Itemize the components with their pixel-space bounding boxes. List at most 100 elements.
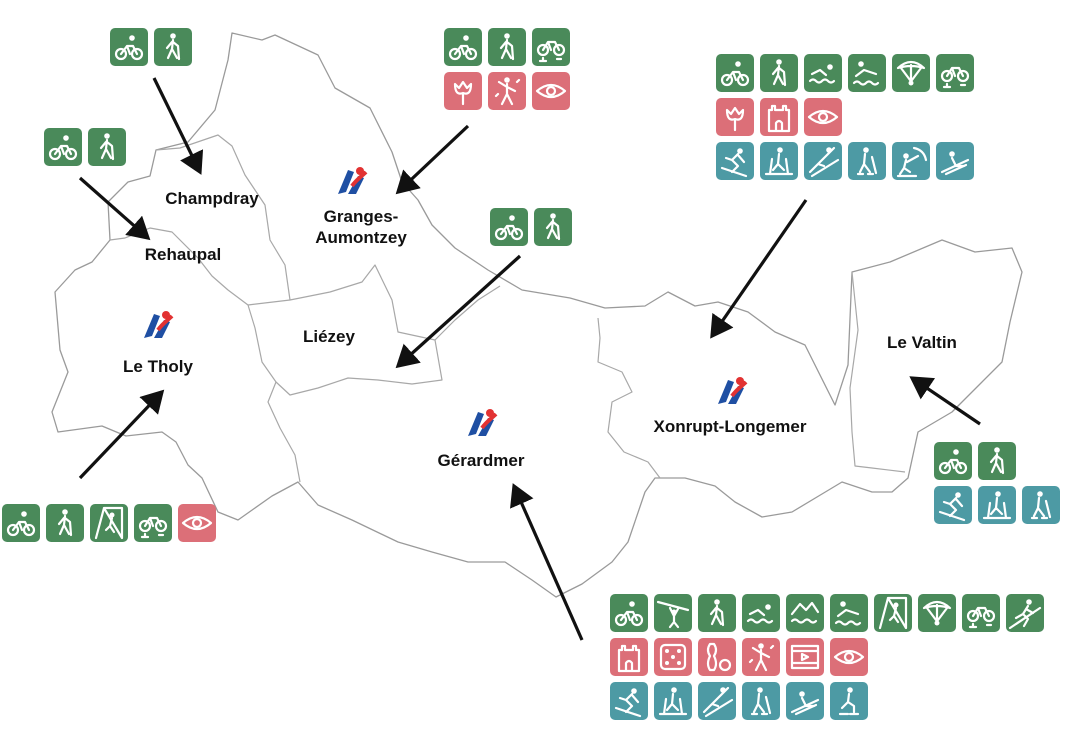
cycling-icon (610, 594, 648, 632)
activity-row (610, 594, 1044, 632)
cycling-icon (716, 54, 754, 92)
arrow-champdray (152, 77, 204, 175)
ebike-icon (532, 28, 570, 66)
tourist-office-logo-granges (338, 167, 368, 194)
boundary-champdray (155, 134, 291, 301)
eye-icon (532, 72, 570, 110)
activity-row (490, 208, 572, 246)
snowshoe-icon (742, 682, 780, 720)
eye-icon (804, 98, 842, 136)
trail-running-icon (1006, 594, 1044, 632)
paragliding-icon (918, 594, 956, 632)
eye-icon (830, 638, 868, 676)
activity-group-gerardmer (610, 594, 1044, 720)
tourist-office-logo-xonrupt (718, 377, 748, 404)
arrow-letholy (78, 389, 165, 480)
boundary-granges-liezey (247, 264, 501, 341)
commune-label-liezey: Liézey (303, 327, 355, 346)
ebike-icon (134, 504, 172, 542)
cycling-icon (2, 504, 40, 542)
ebike-icon (962, 594, 1000, 632)
castle-icon (760, 98, 798, 136)
commune-label-rehaupal: Rehaupal (144, 245, 222, 264)
hiking-icon (88, 128, 126, 166)
skating-icon (830, 682, 868, 720)
dance-show-icon (742, 638, 780, 676)
commune-label-gerardmer: Gérardmer (437, 451, 525, 470)
ski-icon (716, 142, 754, 180)
hiking-icon (154, 28, 192, 66)
castle-icon (610, 638, 648, 676)
hiking-icon (760, 54, 798, 92)
activity-row (934, 442, 1060, 480)
beach-icon (848, 54, 886, 92)
commune-label-granges: Granges- Aumontzey (315, 207, 407, 247)
activity-row (716, 142, 974, 180)
climbing-icon (90, 504, 128, 542)
activity-row (2, 504, 216, 542)
activity-row (716, 98, 974, 136)
activity-row (110, 28, 192, 66)
boundary-gerardmer-xonrupt (597, 317, 661, 479)
paragliding-icon (892, 54, 930, 92)
beach-icon (830, 594, 868, 632)
climbing-icon (874, 594, 912, 632)
cycling-icon (110, 28, 148, 66)
ski-jump-icon (698, 682, 736, 720)
bowling-icon (698, 638, 736, 676)
activity-row (610, 682, 1044, 720)
hiking-icon (978, 442, 1016, 480)
ski-jump-icon (804, 142, 842, 180)
snowshoe-icon (848, 142, 886, 180)
activity-row (44, 128, 126, 166)
activity-group-letholy (2, 504, 216, 542)
arrow-granges (395, 124, 470, 195)
cycling-icon (444, 28, 482, 66)
activity-group-xonrupt (716, 54, 974, 180)
commune-label-xonrupt: Xonrupt-Longemer (653, 417, 807, 436)
cross-country-ski-icon (760, 142, 798, 180)
swimming-icon (742, 594, 780, 632)
arrow-rehaupal (78, 176, 151, 241)
tourist-office-logo-gerardmer (468, 409, 498, 436)
activity-group-champdray (110, 28, 192, 66)
hiking-icon (488, 28, 526, 66)
boundary-letholy-gerardmer (267, 381, 301, 483)
cycling-icon (44, 128, 82, 166)
sledge-icon (786, 682, 824, 720)
cinema-icon (786, 638, 824, 676)
cycling-icon (934, 442, 972, 480)
arrow-levaltin (909, 376, 981, 426)
activity-row (610, 638, 1044, 676)
activity-group-granges (444, 28, 570, 110)
hiking-icon (698, 594, 736, 632)
arrow-xonrupt (710, 199, 808, 339)
commune-label-levaltin: Le Valtin (887, 333, 957, 352)
activity-group-rehaupal (44, 128, 126, 166)
cross-country-ski-icon (978, 486, 1016, 524)
ski-icon (934, 486, 972, 524)
hiking-icon (46, 504, 84, 542)
tourist-office-logo-letholy (144, 311, 174, 338)
commune-label-letholy: Le Tholy (123, 357, 193, 376)
activity-row (934, 486, 1060, 524)
snowshoe-icon (1022, 486, 1060, 524)
hiking-icon (534, 208, 572, 246)
sledge-icon (936, 142, 974, 180)
cross-country-ski-icon (654, 682, 692, 720)
ski-icon (610, 682, 648, 720)
commune-label-champdray: Champdray (165, 189, 259, 208)
eye-icon (178, 504, 216, 542)
activity-row (444, 72, 570, 110)
boundary-liezey-gerardmer (247, 304, 443, 396)
dance-show-icon (488, 72, 526, 110)
cycling-icon (490, 208, 528, 246)
activity-group-liezey (490, 208, 572, 246)
territory-outline (51, 32, 1023, 598)
activity-group-levaltin (934, 442, 1060, 524)
boundary-xonrupt-valtin (849, 271, 906, 473)
activity-row (444, 28, 570, 66)
ebike-icon (936, 54, 974, 92)
